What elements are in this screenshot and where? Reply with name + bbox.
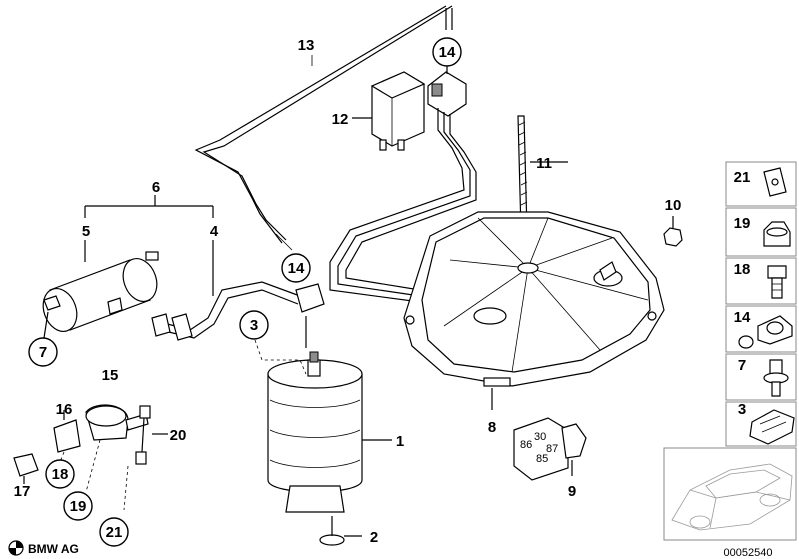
svg-text:3: 3 xyxy=(738,401,746,418)
panel-item-21: 21 xyxy=(725,161,797,207)
hose-4 xyxy=(151,240,325,341)
callout-21: 21 xyxy=(99,517,129,547)
label-6: 6 xyxy=(152,179,160,196)
label-4: 4 xyxy=(210,223,219,240)
svg-text:21: 21 xyxy=(734,169,751,186)
label-17: 17 xyxy=(14,483,31,500)
relay-pin-85: 85 xyxy=(536,453,548,465)
label-20: 20 xyxy=(170,427,187,444)
label-12: 12 xyxy=(332,111,349,128)
svg-text:14: 14 xyxy=(734,309,751,326)
pipe-13 xyxy=(194,5,453,251)
height-sensor-16 xyxy=(53,404,149,453)
callout-14-top: 14 xyxy=(432,37,462,67)
callout-3: 3 xyxy=(239,310,269,340)
image-number: 00052540 xyxy=(724,547,773,559)
callout-7: 7 xyxy=(28,337,58,367)
control-relay-12 xyxy=(352,71,426,151)
svg-text:19: 19 xyxy=(734,215,751,232)
bmw-logo xyxy=(8,540,24,556)
relay-pin-30: 30 xyxy=(534,431,546,443)
svg-text:14: 14 xyxy=(288,260,305,277)
vehicle-thumbnail xyxy=(663,447,797,541)
label-2: 2 xyxy=(370,529,378,546)
svg-text:14: 14 xyxy=(439,44,456,61)
label-5: 5 xyxy=(82,223,90,240)
label-11: 11 xyxy=(536,155,552,172)
callout-19: 19 xyxy=(63,491,93,521)
panel-item-3: 3 xyxy=(725,401,797,447)
parts-panel: 21 19 18 14 xyxy=(725,161,797,447)
retaining-clip-icon xyxy=(749,409,795,445)
nut-10 xyxy=(663,216,683,247)
relay-pin-86: 86 xyxy=(520,439,532,451)
svg-text:19: 19 xyxy=(70,498,87,515)
svg-text:7: 7 xyxy=(738,357,746,374)
pad-2 xyxy=(319,516,362,546)
label-8: 8 xyxy=(488,419,496,436)
label-1: 1 xyxy=(396,433,404,450)
linkage-20 xyxy=(123,405,168,511)
air-spring-1 xyxy=(267,351,392,513)
callout-18: 18 xyxy=(45,459,75,489)
panel-item-18: 18 xyxy=(725,257,797,305)
svg-text:18: 18 xyxy=(734,261,751,278)
bracket-17 xyxy=(13,453,39,484)
panel-item-7: 7 xyxy=(725,353,797,401)
valve-block-14 xyxy=(329,66,477,303)
label-16: 16 xyxy=(56,401,73,418)
hex-bolt-icon xyxy=(767,265,787,299)
collar-screw-icon xyxy=(763,359,789,397)
callout-14-mid: 14 xyxy=(281,253,311,283)
clip-nut-icon xyxy=(763,167,787,197)
svg-text:7: 7 xyxy=(39,344,47,361)
hex-nut-icon xyxy=(763,221,791,247)
label-9: 9 xyxy=(568,483,576,500)
relay-pin-87: 87 xyxy=(546,443,558,455)
svg-text:21: 21 xyxy=(106,524,123,541)
reservoir-5 xyxy=(42,240,159,339)
bracket-3 xyxy=(254,316,307,375)
svg-text:18: 18 xyxy=(52,466,69,483)
brand-text: BMW AG xyxy=(28,542,79,556)
bracket-6 xyxy=(84,195,214,218)
panel-item-14: 14 xyxy=(725,305,797,353)
svg-text:3: 3 xyxy=(250,317,258,334)
label-13: 13 xyxy=(298,37,315,54)
label-10: 10 xyxy=(665,197,682,214)
housing-8 xyxy=(403,211,665,410)
connector-fitting-icon xyxy=(738,315,793,349)
panel-item-19: 19 xyxy=(725,207,797,257)
label-15: 15 xyxy=(102,367,119,384)
relay-9: 30 86 87 85 xyxy=(513,417,587,481)
